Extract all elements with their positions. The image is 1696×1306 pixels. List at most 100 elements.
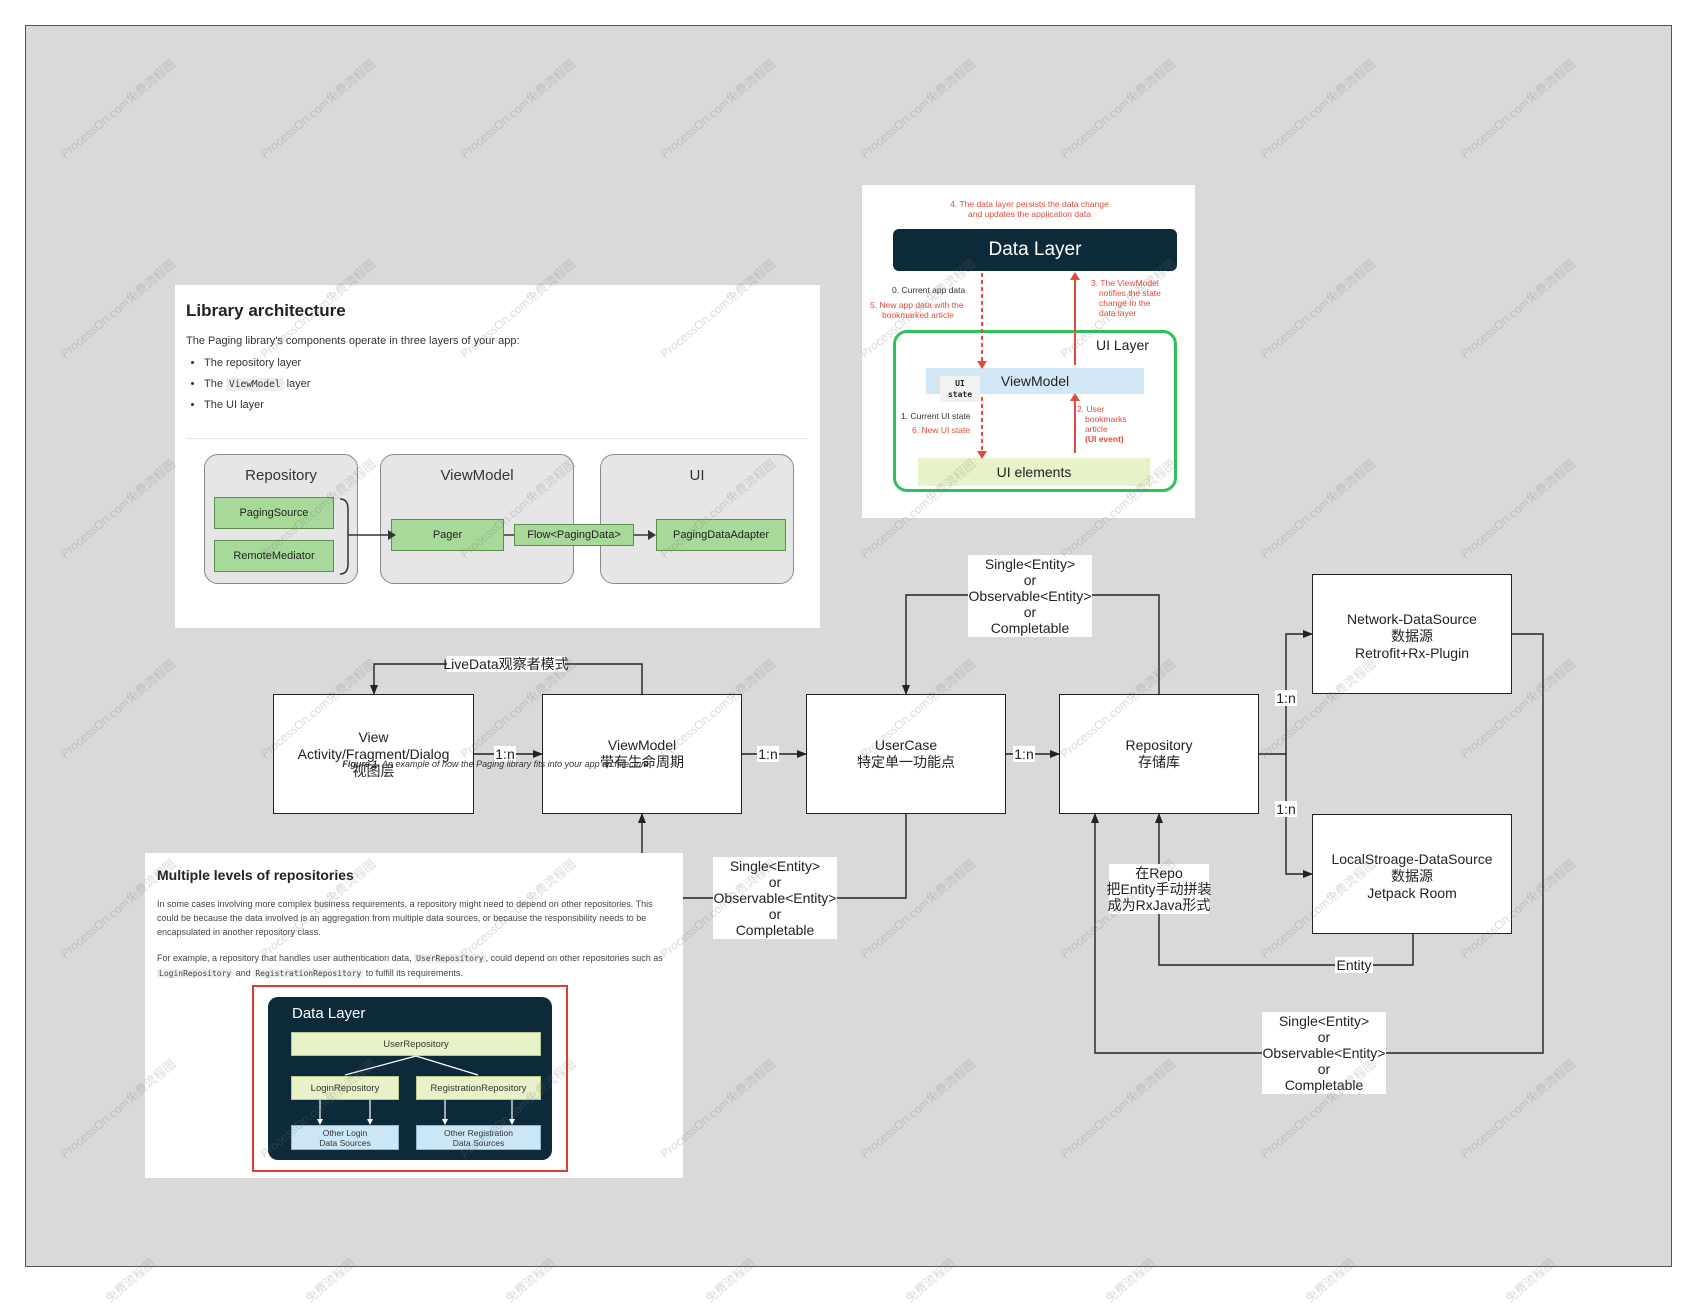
para-text: For example, a repository that handles u… <box>157 953 412 963</box>
note-line: 5. New app data with the <box>870 300 964 310</box>
para-text: to fulfill its requirements. <box>365 968 463 978</box>
return-type-label-bottom-right: Single<Entity> or Observable<Entity> or … <box>1262 1012 1386 1094</box>
view-node-line3: 视图层 <box>352 762 395 779</box>
note-line: and updates the application data <box>968 209 1091 219</box>
view-node-line2: Activity/Fragment/Dialog <box>297 745 450 762</box>
return-type-line: Observable<Entity> <box>713 890 837 906</box>
datasource-line: Other Registration <box>444 1127 513 1138</box>
local-datasource-node[interactable]: LocalStroage-DataSource 数据源 Jetpack Room <box>1312 814 1512 934</box>
note-line: (UI event) <box>1085 434 1124 444</box>
library-architecture-card: Library architecture The Paging library'… <box>175 285 820 769</box>
viewmodel-node-line1: ViewModel <box>607 737 677 753</box>
return-type-line: Single<Entity> <box>984 556 1076 572</box>
return-type-label-top: Single<Entity> or Observable<Entity> or … <box>968 555 1092 637</box>
flow-pagingdata-box: Flow<PagingData> <box>514 524 634 546</box>
view-node[interactable]: View Activity/Fragment/Dialog 视图层 <box>273 694 474 814</box>
note-data-layer-persists: 4. The data layer persists the data chan… <box>917 199 1142 219</box>
ratio-label-viewmodel-usercase: 1:n <box>757 746 779 762</box>
repo-assembly-note: 在Repo 把Entity手动拼装 成为RxJava形式 <box>1106 864 1212 914</box>
repo-note-line: 在Repo <box>1135 865 1183 881</box>
note-line: bookmarks <box>1085 414 1127 424</box>
data-layer-highlight-frame <box>252 985 568 1172</box>
repository-node-line2: 存储库 <box>1138 754 1180 770</box>
multiple-repos-paragraph-2: For example, a repository that handles u… <box>157 951 672 981</box>
viewmodel-group-title: ViewModel <box>440 467 514 484</box>
note-new-ui-state: 6. New UI state <box>912 425 971 435</box>
note-viewmodel-notifies: 3. The ViewModel notifies the state chan… <box>1091 278 1161 318</box>
remotemediator-box: RemoteMediator <box>214 540 334 572</box>
note-line: change to the <box>1099 298 1151 308</box>
return-type-label-bottom-left: Single<Entity> or Observable<Entity> or … <box>713 857 837 939</box>
paging-figure-caption: Figure 1. An example of how the Paging l… <box>186 759 808 769</box>
usercase-node-line2: 特定单一功能点 <box>857 754 955 770</box>
layer-flow-arrows <box>977 272 1080 459</box>
usercase-node-line1: UserCase <box>874 737 938 753</box>
ui-layer-frame <box>893 330 1177 492</box>
note-line: bookmarked article <box>882 310 954 320</box>
note-line: 4. The data layer persists the data chan… <box>950 199 1109 209</box>
network-node-line2: 数据源 <box>1391 628 1433 644</box>
ratio-label-local: 1:n <box>1275 801 1297 817</box>
return-type-line: Completable <box>1284 1077 1364 1093</box>
datasource-line: Data Sources <box>452 1137 505 1148</box>
pagingsource-box: PagingSource <box>214 497 334 529</box>
note-current-ui-state: 1. Current UI state <box>901 411 971 421</box>
multiple-repos-title: Multiple levels of repositories <box>157 867 354 883</box>
repo-note-line: 把Entity手动拼装 <box>1106 881 1212 897</box>
ui-group-title: UI <box>689 467 705 484</box>
return-type-line: or <box>1317 1029 1331 1045</box>
network-datasource-node[interactable]: Network-DataSource 数据源 Retrofit+Rx-Plugi… <box>1312 574 1512 694</box>
list-item-text: The UI layer <box>204 399 264 411</box>
usercase-node[interactable]: UserCase 特定单一功能点 <box>806 694 1006 814</box>
return-type-line: Observable<Entity> <box>968 588 1092 604</box>
edge-repository-local <box>1285 754 1313 878</box>
paging-figure: Repository ViewModel UI PagingSource Rem… <box>186 438 808 769</box>
network-node-line1: Network-DataSource <box>1347 611 1477 627</box>
code-login-repository: LoginRepository <box>157 969 234 978</box>
note-line: notifies the state <box>1099 288 1161 298</box>
para-text: and <box>235 968 251 978</box>
caption-text: An example of how the Paging library fit… <box>382 759 652 769</box>
list-item: The repository layer <box>204 357 310 369</box>
entity-label: Entity <box>1335 957 1373 973</box>
ratio-label-usercase-repository: 1:n <box>1013 746 1035 762</box>
registration-datasources-box: Other Registration Data Sources <box>416 1125 541 1150</box>
ratio-label-view-viewmodel: 1:n <box>494 746 516 762</box>
livedata-label: LiveData观察者模式 <box>443 656 569 672</box>
pagingdataadapter-box: PagingDataAdapter <box>656 519 786 551</box>
repository-node[interactable]: Repository 存储库 <box>1059 694 1259 814</box>
paging-figure-arrows <box>339 498 656 575</box>
local-node-line3: Jetpack Room <box>1367 885 1457 901</box>
registration-repository-box: RegistrationRepository <box>416 1076 541 1100</box>
datasource-line: Other Login <box>322 1127 368 1138</box>
login-repository-box: LoginRepository <box>291 1076 399 1100</box>
ui-state-line: state <box>947 390 973 399</box>
return-type-line: or <box>1317 1061 1331 1077</box>
datasource-line: Data Sources <box>319 1137 371 1148</box>
login-datasources-box: Other Login Data Sources <box>291 1125 399 1150</box>
note-line: article <box>1085 424 1108 434</box>
note-current-app-data: 0. Current app data <box>892 285 966 295</box>
list-item-text: The repository layer <box>204 357 302 369</box>
multiple-repositories-card: Multiple levels of repositories In some … <box>145 853 683 1178</box>
return-type-line: Observable<Entity> <box>1262 1045 1386 1061</box>
note-new-app-data: 5. New app data with the bookmarked arti… <box>870 300 964 320</box>
ratio-label-network: 1:n <box>1275 690 1297 706</box>
local-node-line1: LocalStroage-DataSource <box>1331 851 1493 867</box>
note-line: 3. The ViewModel <box>1091 278 1159 288</box>
list-item: The ViewModel layer <box>204 378 310 391</box>
return-type-line: Completable <box>735 922 815 938</box>
note-user-bookmarks: 2. User bookmarks article (UI event) <box>1077 404 1127 444</box>
library-layer-list: The repository layer The ViewModel layer… <box>186 357 310 420</box>
view-node-line1: View <box>358 728 389 745</box>
repository-group-title: Repository <box>245 467 317 484</box>
para-text: , could depend on other repositories suc… <box>485 953 663 963</box>
return-type-line: or <box>768 874 782 890</box>
code-viewmodel: ViewModel <box>226 378 284 391</box>
return-type-line: or <box>1023 572 1037 588</box>
viewmodel-node[interactable]: ViewModel 带有生命周期 <box>542 694 742 814</box>
repository-node-line1: Repository <box>1125 737 1193 753</box>
return-type-line: Single<Entity> <box>729 858 821 874</box>
ui-state-line: UI <box>955 379 965 388</box>
return-type-line: or <box>768 906 782 922</box>
